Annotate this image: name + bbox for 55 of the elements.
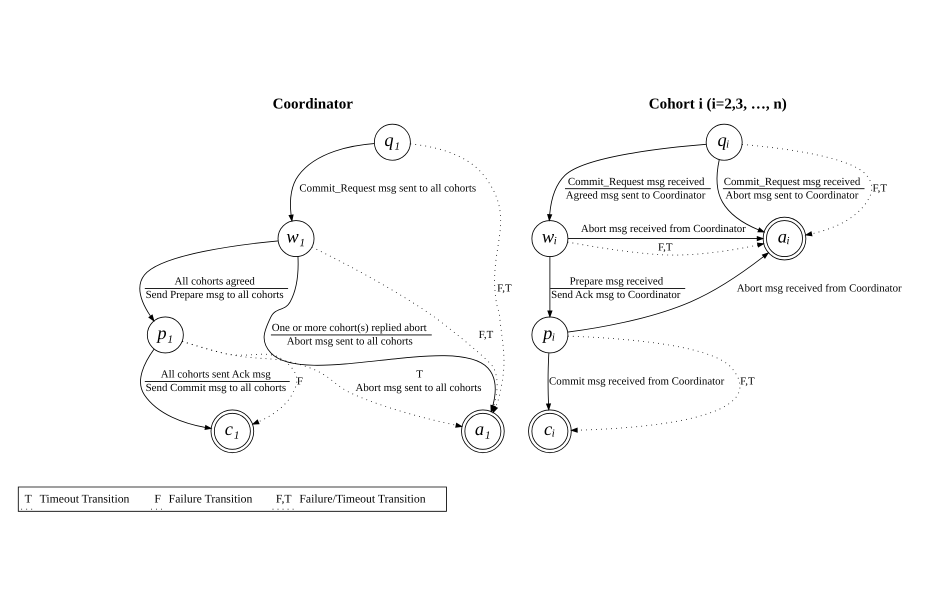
node-circle: w₁ <box>278 220 314 258</box>
label: Send Prepare msg to all cohorts <box>146 288 284 301</box>
label: Abort msg sent to Coordinator <box>725 189 858 202</box>
arrow <box>568 236 764 242</box>
node-circle: p₁ <box>146 316 184 354</box>
edge-label: All cohorts agreed <box>174 276 255 288</box>
legend-label: Failure Transition <box>168 492 252 506</box>
label: Agreed msg sent to Coordinator <box>566 189 706 202</box>
label: Coordinator <box>272 96 353 113</box>
edge-label: F,T <box>478 328 494 341</box>
arrow <box>547 256 553 318</box>
arrow <box>546 352 552 412</box>
arrow <box>716 159 766 232</box>
arrow <box>568 336 740 433</box>
edge-label: Commit msg received from Coordinator <box>549 375 724 388</box>
arrow <box>140 348 212 430</box>
edge-label: F,T <box>658 242 673 254</box>
arrow <box>182 340 298 425</box>
node-circle: wᵢ <box>531 220 568 258</box>
edge-label: F,T <box>740 375 755 388</box>
label: Send Ack msg to Coordinator <box>551 288 680 301</box>
edge-label: Commit_Request msg received <box>568 176 704 188</box>
edge-label: Commit_Request msg sent to all cohorts <box>299 182 476 195</box>
label: Abort msg sent to all cohorts <box>286 335 413 348</box>
arrow <box>139 240 278 322</box>
label: Send Commit msg to all cohorts <box>146 382 286 394</box>
arrow <box>567 242 765 256</box>
legend-label: Timeout Transition <box>40 492 130 506</box>
node-circle: a₁ <box>461 410 505 454</box>
node-circle: c₁ <box>210 410 254 454</box>
edge-label: T <box>416 368 423 381</box>
arrow <box>742 144 872 236</box>
edge-label: One or more cohort(s) replied abort <box>272 322 427 334</box>
edge-label: Abort msg received from Coordinator <box>736 282 902 294</box>
edge-label: F <box>296 375 303 388</box>
node-circle: q₁ <box>374 124 411 161</box>
label: Cohort i (i=2,3, …, n) <box>648 96 787 113</box>
edge-label: Abort msg received from Coordinator <box>580 223 746 236</box>
edge-label: Commit_Request msg received <box>724 176 860 188</box>
node-circle: pᵢ <box>531 316 568 354</box>
arrow <box>567 252 770 332</box>
arrow <box>182 341 464 428</box>
edge-label: Prepare msg received <box>570 276 664 288</box>
legend-label: Failure/Timeout Transition <box>299 492 426 506</box>
label: F <box>154 492 161 506</box>
label: T <box>24 492 32 506</box>
label: Abort msg sent to all cohorts <box>356 382 482 394</box>
arrow <box>547 144 707 222</box>
node-circle: cᵢ <box>528 410 572 454</box>
node-circle: qᵢ <box>706 124 743 161</box>
label: F,T <box>276 492 292 506</box>
edge-label: F,T <box>497 282 512 294</box>
edge-label: All cohorts sent Ack msg <box>160 368 271 381</box>
edge-label: F,T <box>872 182 888 195</box>
arrow <box>288 143 374 222</box>
